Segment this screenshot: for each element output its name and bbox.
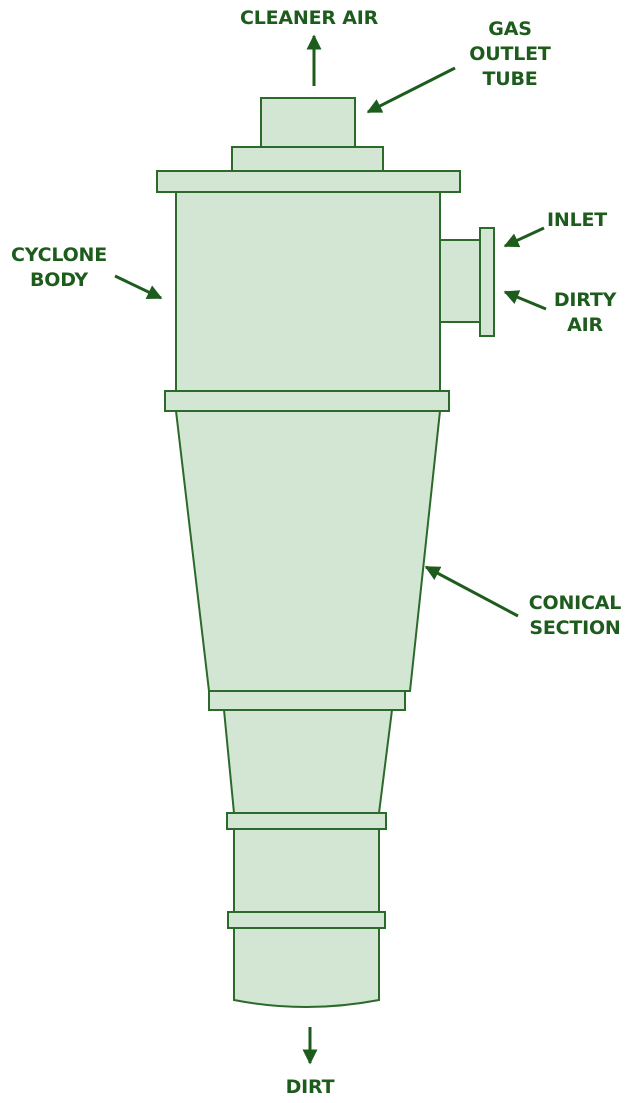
cleaner-air-label: CLEANER AIR [239,7,379,29]
body-cone-flange [164,390,450,412]
gas-outlet-tube-label: GAS OUTLET TUBE [469,18,551,90]
dirt-label: DIRT [285,1076,335,1098]
dirty-air-label: DIRTY AIR [553,289,617,336]
cyclone-body [175,191,441,392]
cyclone-body-label: CYCLONE BODY [10,244,108,291]
dust-tube [233,828,380,913]
dust-outlet [233,927,380,1008]
inlet-arrow [503,226,545,248]
inlet-label: INLET [547,209,608,231]
conical-section [174,410,442,692]
cone-flange-2 [226,812,387,830]
tube-flange [227,911,386,929]
inlet-pipe [439,239,481,323]
dirty-air-arrow [503,290,547,311]
conical-section-label: CONICAL SECTION [528,592,622,639]
lower-cone [222,709,394,814]
conical-section-arrow [424,565,519,618]
gas-outlet-tube [260,97,356,148]
cyclone-body-arrow [114,274,163,300]
inlet-flange [479,227,495,337]
top-flange [156,170,461,193]
cone-flange-1 [208,690,406,711]
outlet-collar [231,146,384,172]
gas-outlet-tube-arrow [366,66,456,114]
